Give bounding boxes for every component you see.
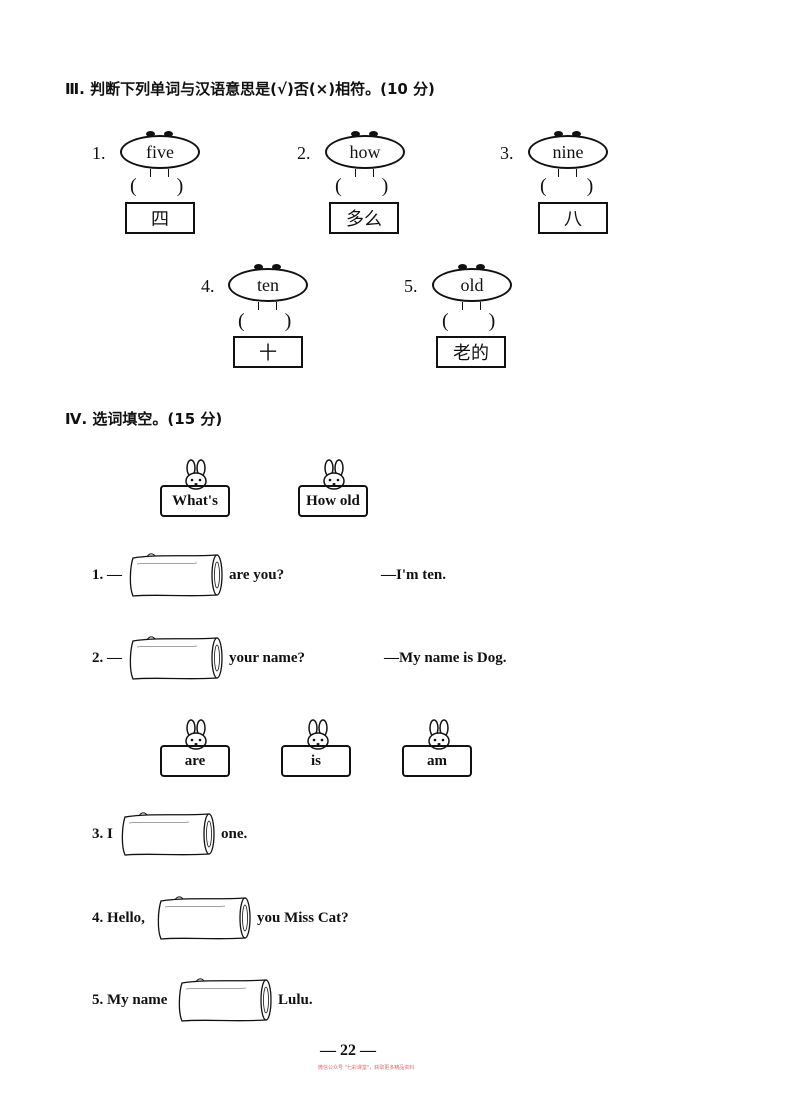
word-option-is[interactable]: is bbox=[281, 745, 351, 777]
item3-word: nine bbox=[528, 135, 608, 169]
eye-icon bbox=[476, 264, 485, 270]
word-option-whats[interactable]: What's bbox=[160, 485, 230, 517]
q2-number: 2. — bbox=[92, 650, 122, 666]
section4-title: Ⅳ. 选词填空。(15 分) bbox=[65, 410, 223, 428]
word-option-how-old[interactable]: How old bbox=[298, 485, 368, 517]
eye-icon bbox=[254, 264, 263, 270]
foot-icon bbox=[480, 302, 484, 310]
q1-number: 1. — bbox=[92, 567, 122, 583]
page-number: — 22 — bbox=[320, 1042, 376, 1059]
foot-icon bbox=[355, 169, 359, 177]
q4-number: 4. Hello, bbox=[92, 910, 145, 926]
item2-answer-blank[interactable]: ( ) bbox=[335, 175, 389, 197]
q2-text: your name? bbox=[229, 650, 305, 666]
footer-note: 微信公众号 "七彩课堂"，获取更多精品资料 bbox=[318, 1065, 415, 1071]
q3-blank[interactable] bbox=[119, 811, 217, 859]
item1-creature: five bbox=[120, 129, 200, 179]
q5-text: Lulu. bbox=[278, 992, 313, 1008]
eye-icon bbox=[369, 131, 378, 137]
q1-text: are you? bbox=[229, 567, 285, 583]
item1-meaning: 四 bbox=[125, 202, 195, 234]
q5-number: 5. My name bbox=[92, 992, 168, 1008]
item1-number: 1. bbox=[92, 143, 106, 163]
foot-icon bbox=[558, 169, 562, 177]
foot-icon bbox=[258, 302, 262, 310]
eye-icon bbox=[572, 131, 581, 137]
item4-answer-blank[interactable]: ( ) bbox=[238, 310, 292, 332]
eye-icon bbox=[554, 131, 563, 137]
word-option-am[interactable]: am bbox=[402, 745, 472, 777]
q4-text: you Miss Cat? bbox=[257, 910, 349, 926]
q3-text: one. bbox=[221, 826, 248, 842]
q5-blank[interactable] bbox=[176, 977, 274, 1025]
item5-number: 5. bbox=[404, 276, 418, 296]
q1-blank[interactable] bbox=[127, 552, 225, 600]
item2-number: 2. bbox=[297, 143, 311, 163]
q3-number: 3. I bbox=[92, 826, 113, 842]
item4-number: 4. bbox=[201, 276, 215, 296]
foot-icon bbox=[168, 169, 172, 177]
foot-icon bbox=[276, 302, 280, 310]
item5-meaning: 老的 bbox=[436, 336, 506, 368]
item3-creature: nine bbox=[528, 129, 608, 179]
foot-icon bbox=[462, 302, 466, 310]
eye-icon bbox=[272, 264, 281, 270]
foot-icon bbox=[576, 169, 580, 177]
item1-answer-blank[interactable]: ( ) bbox=[130, 175, 184, 197]
q1-answer: —I'm ten. bbox=[381, 567, 446, 583]
item3-number: 3. bbox=[500, 143, 514, 163]
eye-icon bbox=[164, 131, 173, 137]
item5-creature: old bbox=[432, 262, 512, 312]
item3-meaning: 八 bbox=[538, 202, 608, 234]
q4-blank[interactable] bbox=[155, 895, 253, 943]
q2-blank[interactable] bbox=[127, 635, 225, 683]
eye-icon bbox=[351, 131, 360, 137]
word-option-are[interactable]: are bbox=[160, 745, 230, 777]
eye-icon bbox=[458, 264, 467, 270]
section3-title: Ⅲ. 判断下列单词与汉语意思是(√)否(×)相符。(10 分) bbox=[65, 80, 435, 98]
item3-answer-blank[interactable]: ( ) bbox=[540, 175, 594, 197]
foot-icon bbox=[373, 169, 377, 177]
item4-creature: ten bbox=[228, 262, 308, 312]
foot-icon bbox=[150, 169, 154, 177]
item4-word: ten bbox=[228, 268, 308, 302]
item2-meaning: 多么 bbox=[329, 202, 399, 234]
eye-icon bbox=[146, 131, 155, 137]
item4-meaning: 十 bbox=[233, 336, 303, 368]
item1-word: five bbox=[120, 135, 200, 169]
item2-creature: how bbox=[325, 129, 405, 179]
q2-answer: —My name is Dog. bbox=[384, 650, 507, 666]
item5-word: old bbox=[432, 268, 512, 302]
item5-answer-blank[interactable]: ( ) bbox=[442, 310, 496, 332]
item2-word: how bbox=[325, 135, 405, 169]
